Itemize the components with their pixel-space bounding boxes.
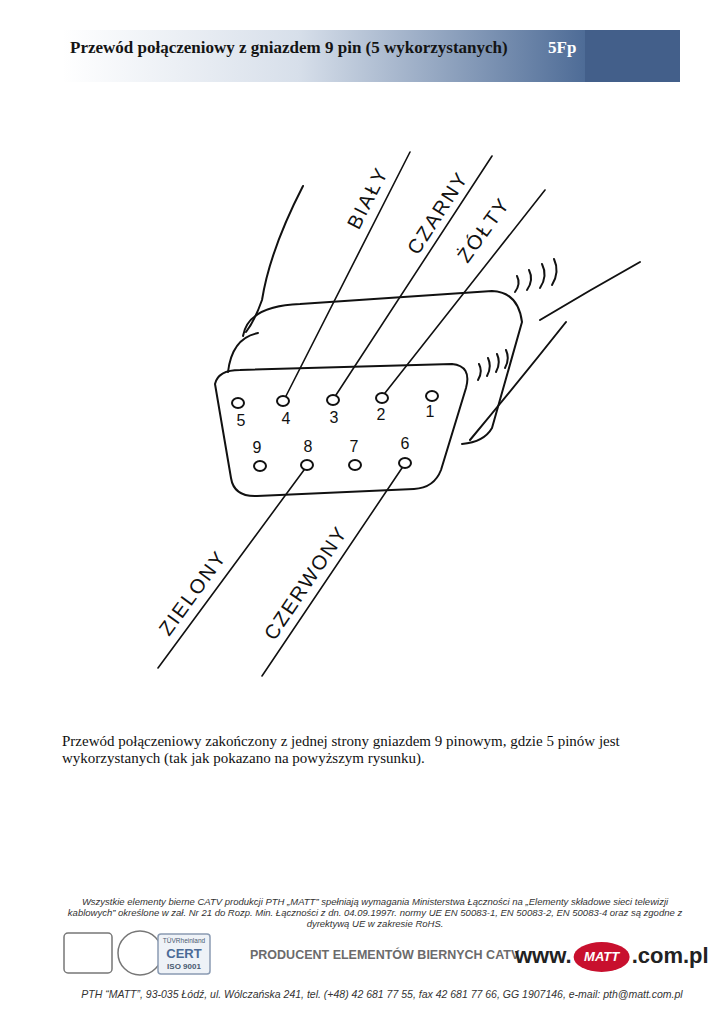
company-address: PTH “MATT”, 93-035 Łódź, ul. Wólczańska … [62, 988, 702, 1000]
certificate-logos [118, 931, 162, 975]
document-code: 5Fp [548, 38, 576, 58]
page-title: Przewód połączeniowy z gniazdem 9 pin (5… [70, 38, 508, 58]
pin-circles [232, 391, 438, 471]
website-part: www. [515, 943, 572, 968]
pin-circles [376, 393, 388, 403]
pin-number: 3 [330, 409, 339, 427]
pin-number: 4 [282, 410, 291, 428]
website-part: MATT [584, 950, 619, 965]
pin-circles [301, 460, 313, 470]
website-part: .com.pl [632, 943, 709, 968]
matt-logo [574, 942, 630, 972]
wire-lines [158, 152, 545, 676]
logo-text: CERT [166, 947, 201, 962]
pin-circles [277, 396, 289, 406]
connector-drawing [515, 259, 557, 292]
pin-number: 1 [426, 403, 435, 421]
connector-drawing [478, 350, 508, 380]
pin-number: 2 [377, 406, 386, 424]
logo-text: TÜVRheinland [163, 937, 205, 944]
header-band [585, 30, 680, 82]
pin-circles [254, 461, 266, 471]
header-band [62, 30, 587, 82]
compliance-note: Wszystkie elementy bierne CATV produkcji… [60, 897, 690, 930]
pin-circles [426, 391, 438, 401]
logo-text: ISO 9001 [167, 962, 201, 971]
certificate-logos [64, 933, 112, 973]
wire-lines [262, 468, 402, 676]
wire-color: CZERWONY [259, 522, 352, 645]
wire-lines [336, 156, 492, 395]
pin-number: 8 [304, 438, 313, 456]
connector-drawing [228, 333, 258, 372]
caption-text: Przewód połączeniowy zakończony z jednej… [62, 733, 662, 768]
pin-circles [327, 395, 339, 405]
certificate-logos [64, 931, 210, 975]
wire-lines [385, 190, 545, 393]
pin-circles [232, 398, 244, 408]
wire-color: ZIELONY [154, 546, 231, 640]
wire-color: ŻÓŁTY [453, 193, 515, 267]
connector-drawing [243, 291, 522, 444]
pin-number: 5 [237, 412, 246, 430]
certificate-logos [158, 934, 210, 974]
wire-lines [286, 152, 410, 396]
connector-drawing [470, 322, 566, 440]
connector-drawing [246, 186, 303, 332]
connector-drawing [158, 152, 640, 676]
matt-logo [574, 942, 630, 972]
company-slogan: PRODUCENT ELEMENTÓW BIERNYCH CATV [250, 948, 519, 962]
pin-number: 6 [401, 435, 410, 453]
pin-circles [399, 458, 411, 468]
pin-number: 7 [350, 438, 359, 456]
connector-drawing [540, 262, 640, 320]
connector-drawing [215, 364, 467, 496]
header-band [62, 30, 680, 82]
pin-circles [349, 460, 361, 470]
pin-number: 9 [253, 439, 262, 457]
